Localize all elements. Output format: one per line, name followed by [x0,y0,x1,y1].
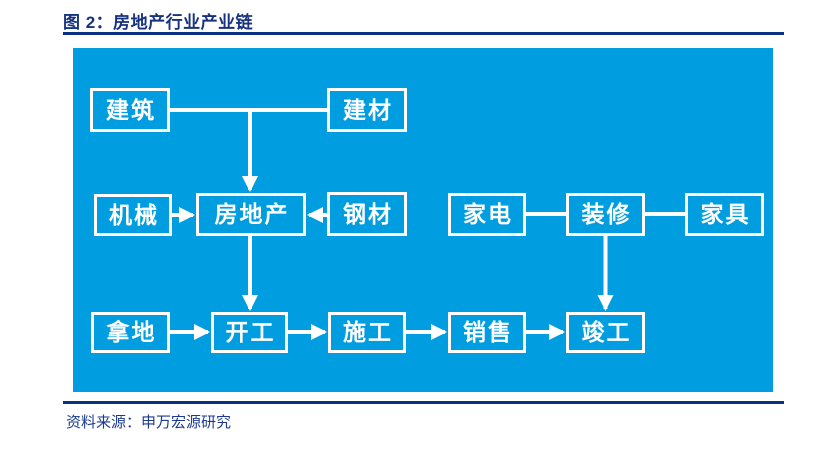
node-gangcai: 钢材 [327,192,407,236]
source-note: 资料来源：申万宏源研究 [66,414,232,431]
node-fangdichan: 房地产 [196,193,306,236]
source-divider-rule [63,401,784,404]
figure-title: 图 2：房地产行业产业链 [63,13,254,32]
node-jungong: 竣工 [566,312,645,353]
node-jianzhu: 建筑 [90,88,170,132]
node-shigong: 施工 [328,312,406,353]
node-jiaju: 家具 [685,193,764,236]
node-xiaoshou: 销售 [448,312,526,353]
node-jixie: 机械 [94,194,172,236]
node-jiadian: 家电 [448,193,526,236]
node-nadi: 拿地 [91,312,170,353]
node-jiancai: 建材 [327,88,407,132]
node-zhuangxiu: 装修 [566,193,645,236]
title-underline-rule [63,32,784,35]
industry-chain-diagram-panel: 建筑 建材 机械 房地产 钢材 家电 装修 家具 拿地 开工 施工 销售 竣工 [73,48,773,392]
node-kaigong: 开工 [211,312,288,353]
diagram-connectors [170,108,685,340]
